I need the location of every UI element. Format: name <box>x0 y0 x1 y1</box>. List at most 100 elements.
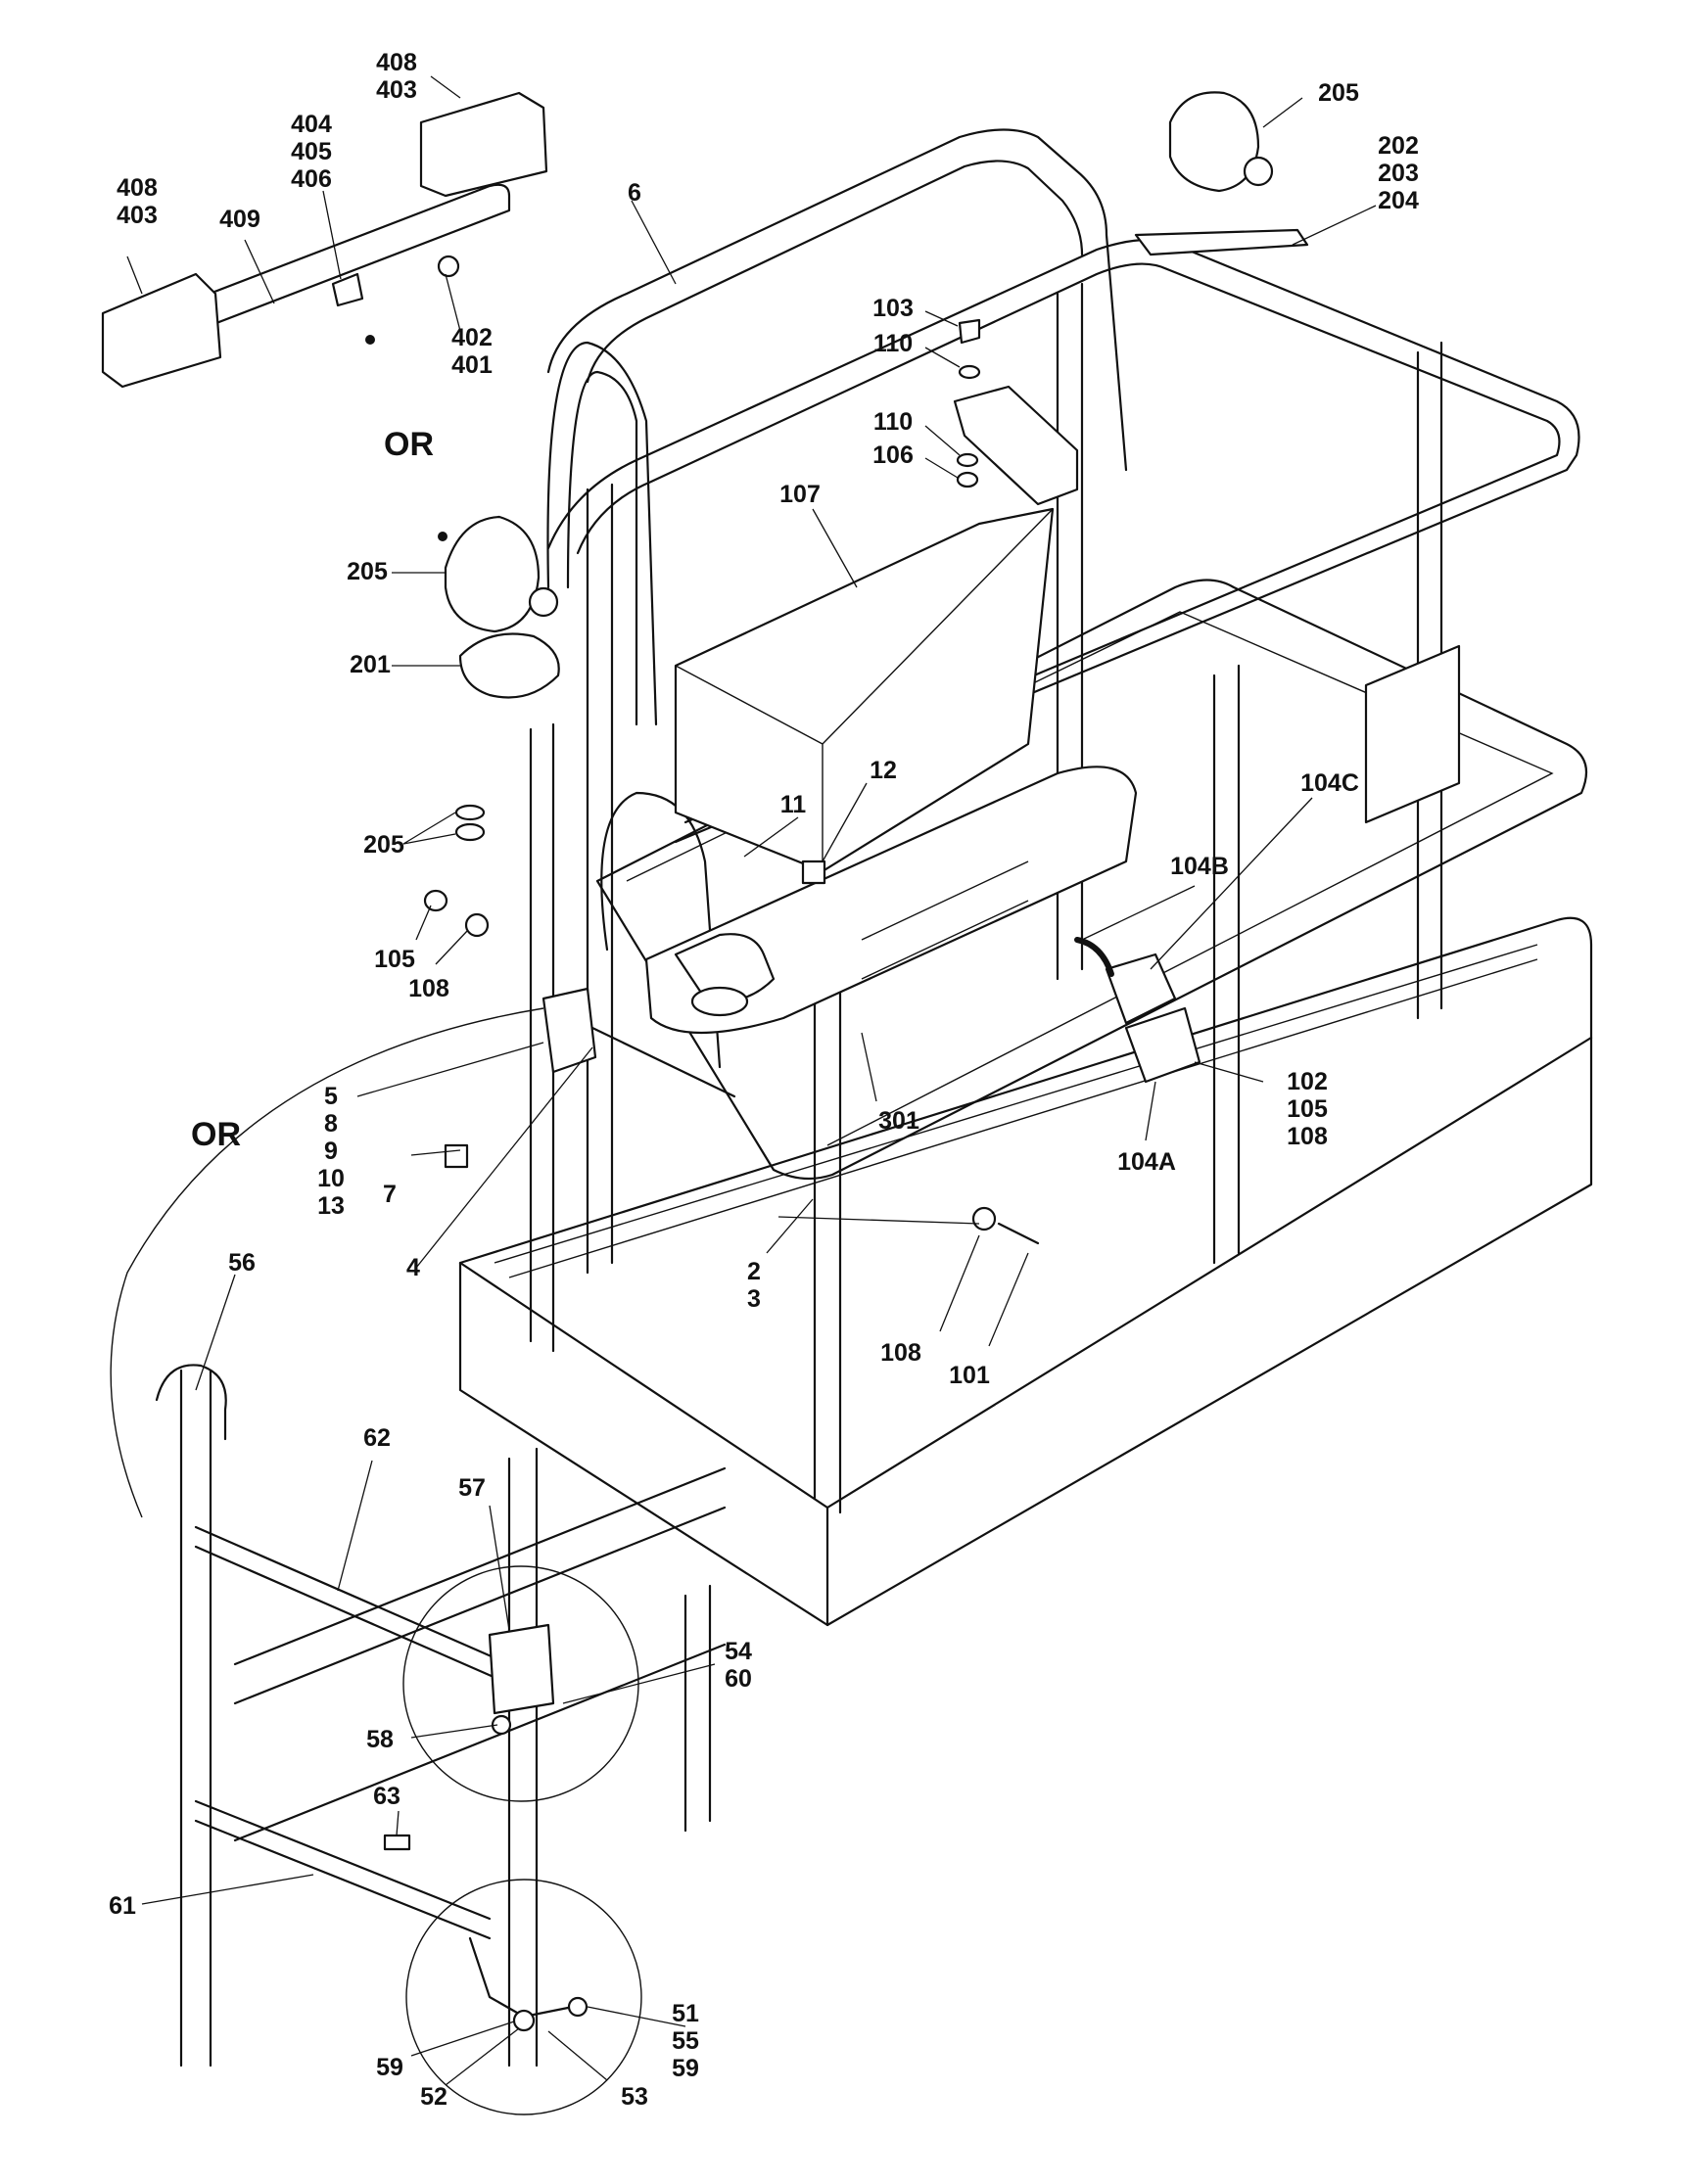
part-number-label: 408 <box>117 174 158 202</box>
callout-2-3: 23 <box>747 1258 761 1313</box>
part-number-label: 110 <box>873 408 913 436</box>
foot-switch-104A <box>1124 1006 1201 1084</box>
washer-108 <box>971 1206 997 1231</box>
inset-post-right <box>683 1584 712 1833</box>
gate-loop-left-inner <box>566 370 638 726</box>
inset-post-left <box>179 1369 212 2068</box>
part-number-label: 105 <box>1287 1095 1328 1123</box>
callout-6: 6 <box>628 179 641 207</box>
inset-pin-bracket <box>468 1936 575 2019</box>
work-light-right <box>419 91 548 198</box>
nut-105 <box>423 889 448 912</box>
callout-110-a: 110 <box>873 330 913 357</box>
inset-pin-51 <box>567 1996 589 2018</box>
bolt-101 <box>997 1222 1040 1245</box>
beacon-right <box>1134 91 1309 256</box>
part-number-label: 104B <box>1170 853 1229 880</box>
top-rail-inner <box>576 262 1561 824</box>
part-number-label: 10 <box>317 1165 345 1192</box>
callout-59: 59 <box>376 2054 403 2081</box>
callout-201: 201 <box>350 651 391 678</box>
part-number-label: 2 <box>747 1258 761 1285</box>
callout-106: 106 <box>872 441 914 469</box>
zoom-circle-lower <box>405 1879 642 2115</box>
part-number-label: 201 <box>350 651 391 678</box>
part-number-label: 404 <box>291 111 332 138</box>
bracket-404 <box>331 272 364 307</box>
part-number-label: 403 <box>117 202 158 229</box>
part-number-label: 52 <box>420 2083 447 2111</box>
callout-56: 56 <box>228 1249 256 1277</box>
leader-lines <box>126 75 1377 2086</box>
callout-110-b: 110 <box>873 408 913 436</box>
inset-label-63 <box>383 1834 411 1851</box>
part-number-label: 105 <box>374 946 415 973</box>
beacon-bracket-201 <box>458 632 560 699</box>
callout-57: 57 <box>458 1474 486 1502</box>
part-number-label: 104A <box>1117 1148 1176 1176</box>
beacon-205-right <box>1168 91 1260 193</box>
inset-latch-57 <box>488 1623 555 1715</box>
callout-107: 107 <box>779 481 821 508</box>
placard <box>1364 644 1461 824</box>
control-box-edges <box>675 508 1054 871</box>
part-number-label: 59 <box>672 2055 699 2082</box>
part-number-label: 110 <box>873 330 913 357</box>
part-number-label: 103 <box>872 295 914 322</box>
part-number-label: 108 <box>880 1339 921 1367</box>
part-number-label: 107 <box>779 481 821 508</box>
part-number-label: 301 <box>878 1107 919 1135</box>
callout-104C: 104C <box>1300 769 1359 797</box>
part-number-label: 60 <box>725 1665 752 1693</box>
part-number-label: 8 <box>324 1110 338 1138</box>
or-dot-top <box>365 335 375 345</box>
latch-rod-4 <box>590 1026 736 1098</box>
callout-104B: 104B <box>1170 853 1229 880</box>
knob-402 <box>437 255 460 278</box>
part-number-label: 4 <box>406 1254 420 1281</box>
gate-latch-5 <box>541 987 597 1074</box>
part-number-label: 203 <box>1378 160 1419 187</box>
callout-108-a: 108 <box>408 975 449 1002</box>
callout-101: 101 <box>949 1362 990 1389</box>
part-number-label: 6 <box>628 179 641 207</box>
callout-205-mid: 205 <box>347 558 388 585</box>
callout-53: 53 <box>621 2083 648 2111</box>
part-number-label: 11 <box>780 791 807 818</box>
inset-back-rails <box>233 1466 727 1842</box>
part-number-label: 205 <box>1318 79 1359 107</box>
beacon-mount-202 <box>1134 228 1309 256</box>
part-number-label: 5 <box>324 1083 338 1110</box>
callout-301: 301 <box>878 1107 919 1135</box>
part-number-label: 9 <box>324 1138 338 1165</box>
control-box-107 <box>674 507 1055 873</box>
callout-4: 4 <box>406 1254 420 1281</box>
part-number-label: 106 <box>872 441 914 469</box>
part-number-label: 12 <box>870 757 897 784</box>
part-number-label: 108 <box>408 975 449 1002</box>
part-number-label: 405 <box>291 138 332 165</box>
mid-rail <box>595 579 1588 1181</box>
part-number-label: 406 <box>291 165 332 193</box>
post-right-mid <box>1212 664 1241 1265</box>
beacon-lens-right <box>1243 156 1274 187</box>
inset-post-center <box>507 1447 539 2068</box>
nut-205 <box>454 822 486 842</box>
detail-inset <box>110 1007 727 2115</box>
top-rail-outer <box>546 238 1580 844</box>
part-number-label: 408 <box>376 49 417 76</box>
part-number-label: 108 <box>1287 1123 1328 1150</box>
part-number-label: 7 <box>383 1181 397 1208</box>
part-number-label: 55 <box>672 2027 699 2055</box>
back-frame-inner <box>586 160 1084 384</box>
inset-loop <box>155 1364 227 1441</box>
part-number-label: 51 <box>672 2000 699 2027</box>
